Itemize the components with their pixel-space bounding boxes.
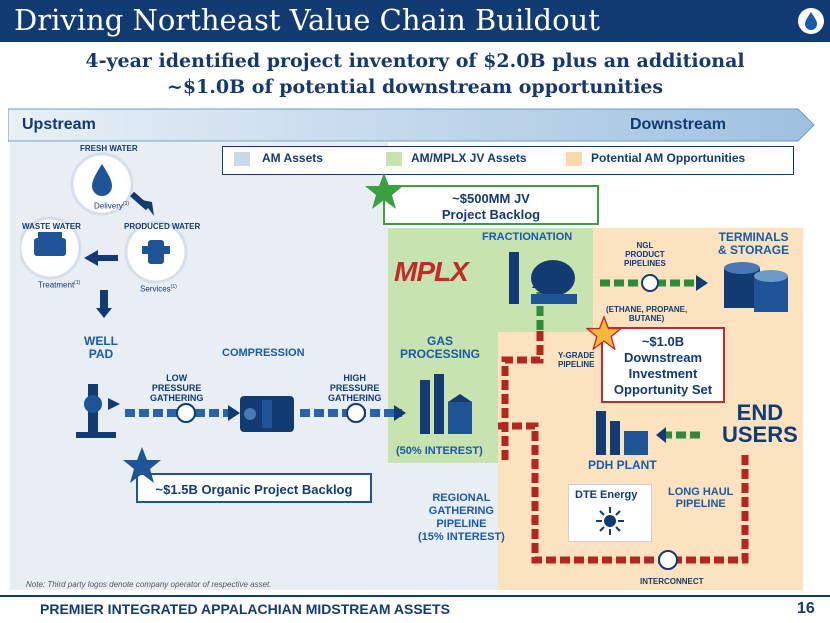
compressor-icon	[240, 396, 294, 432]
legend-label-jv: AM/MPLX JV Assets	[411, 151, 527, 165]
dte-sunburst-icon	[596, 507, 624, 535]
title-bar: Driving Northeast Value Chain Buildout	[0, 0, 830, 42]
legend-label-am: AM Assets	[262, 151, 323, 165]
legend-swatch-am	[234, 152, 250, 166]
delivery-label: Delivery(1)	[94, 201, 130, 211]
ethane-propane-butane-label: (ETHANE, PROPANE,BUTANE)	[606, 305, 688, 323]
fractionation-label: FRACTIONATION	[482, 231, 573, 243]
treatment-label: Treatment(1)	[38, 280, 81, 290]
produced-water-label: PRODUCED WATER	[124, 222, 201, 231]
footer-text: PREMIER INTEGRATED APPALACHIAN MIDSTREAM…	[40, 601, 450, 617]
company-logo-icon	[798, 8, 824, 34]
legend-label-opportunities: Potential AM Opportunities	[591, 151, 746, 165]
upstream-label: Upstream	[22, 116, 96, 133]
waste-water-label: WASTE WATER	[22, 222, 81, 231]
terminals-storage-label: TERMINALS& STORAGE	[718, 230, 790, 257]
page-title: Driving Northeast Value Chain Buildout	[14, 3, 600, 37]
fractionation-plant-icon	[509, 252, 577, 304]
pdh-plant-icon	[596, 411, 648, 455]
pdh-plant-label: PDH PLANT	[588, 458, 657, 472]
value-chain-arrow	[8, 108, 815, 142]
organic-backlog-callout: ~$1.5B Organic Project Backlog	[136, 473, 372, 503]
valve-low-pressure-icon	[176, 403, 196, 423]
mplx-logo: MPLX	[394, 256, 469, 287]
subtitle-line-1: 4-year identified project inventory of $…	[85, 50, 745, 72]
legend-swatch-jv	[386, 152, 402, 166]
page-number: 16	[797, 600, 815, 617]
subtitle: 4-year identified project inventory of $…	[0, 48, 830, 100]
interconnect-valve-icon	[658, 550, 678, 570]
legend-swatch-opportunities	[566, 152, 582, 166]
jv-backlog-callout: ~$500MM JV Project Backlog	[383, 185, 599, 225]
water-cycle-diagram	[20, 152, 188, 284]
arrow-delivery-to-produced	[130, 191, 150, 211]
well-pad-icon	[76, 384, 120, 438]
down-arrow-icon	[96, 290, 112, 318]
gas-processing-plant-icon	[420, 374, 472, 434]
subtitle-line-2: ~$1.0B of potential downstream opportuni…	[166, 76, 664, 98]
dte-logo: DTE Energy	[568, 484, 652, 542]
storage-tanks-icon	[724, 262, 788, 312]
downstream-label: Downstream	[630, 116, 727, 133]
fresh-water-label: FRESH WATER	[80, 144, 138, 153]
treatment-tank-icon	[34, 238, 66, 256]
footer-divider	[0, 595, 830, 597]
compression-label: COMPRESSION	[222, 347, 305, 359]
legend	[222, 146, 794, 175]
fifty-percent-interest-label: (50% INTEREST)	[396, 445, 483, 457]
valve-high-pressure-icon	[346, 403, 366, 423]
services-label: Services(1)	[140, 284, 177, 294]
am-assets-region	[10, 142, 388, 590]
downstream-opportunity-callout: ~$1.0B Downstream Investment Opportunity…	[601, 327, 725, 403]
interconnect-label: INTERCONNECT	[640, 577, 704, 586]
footnote: Note: Third party logos denote company o…	[26, 580, 272, 589]
yellow-star-icon	[586, 316, 622, 350]
ngl-valve-icon	[641, 274, 659, 292]
water-drop-icon	[92, 164, 112, 196]
blue-star-icon	[123, 447, 161, 483]
green-star-icon	[365, 173, 403, 209]
